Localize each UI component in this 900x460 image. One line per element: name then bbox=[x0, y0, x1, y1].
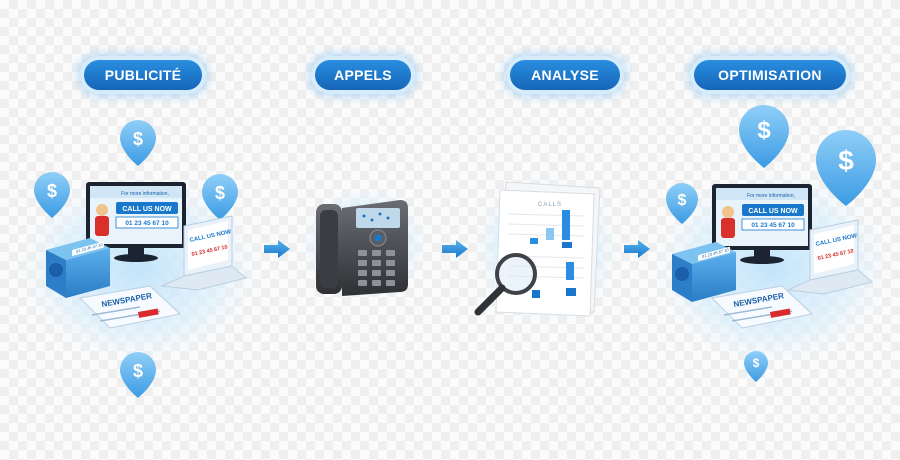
monitor-icon: For more information, CALL US NOW 01 23 … bbox=[86, 182, 186, 262]
ad-phone-text: 01 23 45 67 10 bbox=[125, 220, 169, 227]
newspaper-icon: NEWSPAPER bbox=[78, 285, 182, 329]
step-analyse-label: ANALYSE bbox=[531, 67, 599, 83]
analysis-report-illustration: CALLS bbox=[466, 170, 620, 330]
radio-icon: 01 23 45 67 10 bbox=[672, 242, 736, 302]
optimisation-illustration: $ $ $ $ For more information, CALL US NO… bbox=[650, 105, 890, 398]
chevron-right-arrow-icon bbox=[624, 240, 650, 258]
flow-arrow-3 bbox=[622, 238, 652, 265]
step-publicite-label: PUBLICITÉ bbox=[104, 67, 182, 83]
laptop-icon: CALL US NOW 01 23 45 67 10 bbox=[786, 219, 874, 295]
step-analyse-pill: ANALYSE bbox=[510, 60, 620, 90]
step-optimisation-pill: OPTIMISATION bbox=[694, 60, 846, 90]
dollar-symbol: $ bbox=[215, 183, 225, 203]
dollar-pin-icon: $ bbox=[34, 172, 70, 218]
step-appels-label: APPELS bbox=[334, 67, 392, 83]
newspaper-icon: NEWSPAPER bbox=[710, 285, 814, 329]
flow-arrow-1 bbox=[262, 238, 292, 265]
dollar-pin-icon: $ bbox=[816, 130, 876, 206]
ad-phone-text: 01 23 45 67 10 bbox=[751, 222, 795, 229]
dollar-pin-icon: $ bbox=[120, 120, 156, 166]
report-title: CALLS bbox=[538, 202, 562, 208]
radio-icon: 01 23 45 67 10 bbox=[46, 238, 110, 298]
flow-arrow-2 bbox=[440, 238, 470, 265]
dollar-pin-icon: $ bbox=[202, 174, 238, 220]
ad-cta-text: CALL US NOW bbox=[122, 206, 172, 213]
dollar-symbol: $ bbox=[678, 192, 687, 209]
dollar-symbol: $ bbox=[757, 117, 771, 144]
laptop-icon: CALL US NOW 01 23 45 67 10 bbox=[160, 215, 248, 291]
step-publicite-pill: PUBLICITÉ bbox=[84, 60, 202, 90]
dollar-pin-icon: $ bbox=[120, 352, 156, 398]
dollar-pin-icon: $ bbox=[666, 183, 698, 224]
ad-info-text: For more information, bbox=[747, 193, 795, 199]
dollar-symbol: $ bbox=[753, 356, 760, 370]
ad-cta-text: CALL US NOW bbox=[748, 208, 798, 215]
dollar-pin-icon: $ bbox=[744, 351, 768, 382]
desk-phone-icon bbox=[316, 200, 408, 296]
step-appels-pill: APPELS bbox=[315, 60, 411, 90]
ad-info-text: For more information, bbox=[121, 191, 169, 197]
dollar-symbol: $ bbox=[47, 181, 57, 201]
report-document-icon: CALLS bbox=[495, 181, 601, 317]
step-optimisation-label: OPTIMISATION bbox=[718, 67, 822, 83]
chevron-right-arrow-icon bbox=[264, 240, 290, 258]
advertising-illustration: $ $ $ $ For more information, CALL US NO… bbox=[18, 118, 260, 408]
dollar-pin-icon: $ bbox=[739, 105, 789, 168]
desk-phone-illustration bbox=[300, 178, 430, 308]
dollar-symbol: $ bbox=[133, 129, 143, 149]
chevron-right-arrow-icon bbox=[442, 240, 468, 258]
dollar-symbol: $ bbox=[838, 145, 854, 176]
monitor-icon: For more information, CALL US NOW 01 23 … bbox=[712, 184, 812, 264]
dollar-symbol: $ bbox=[133, 361, 143, 381]
magnifier-icon bbox=[474, 253, 537, 316]
